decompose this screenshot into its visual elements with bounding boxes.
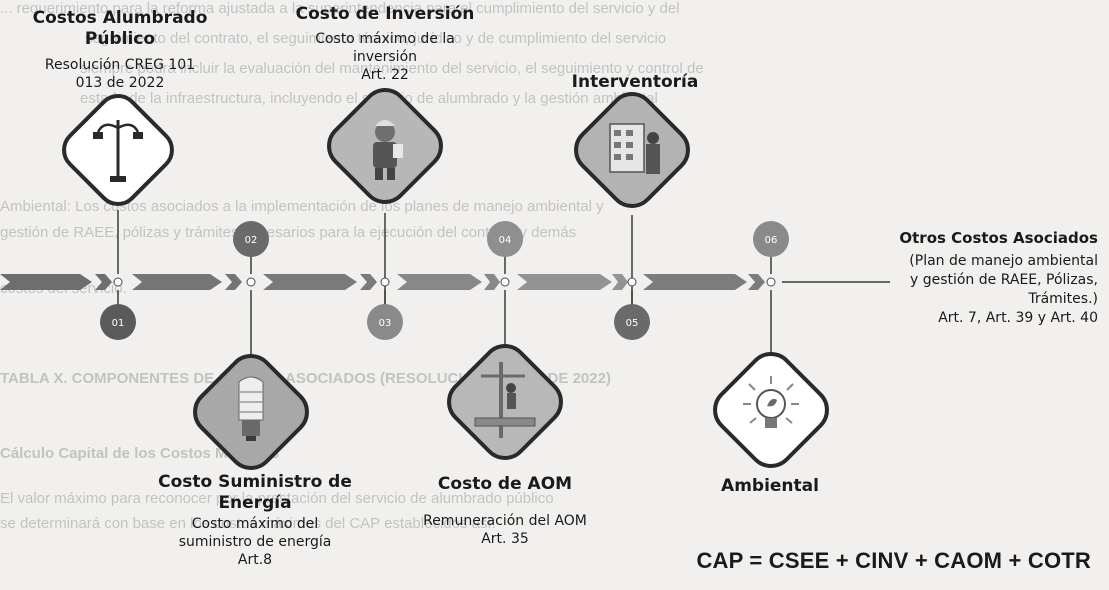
timeline-dot [246,277,256,287]
arrow-segment [643,274,747,290]
engineer-icon [327,88,443,204]
badge-number: 01 [112,318,125,329]
badge-02 [233,221,269,257]
arrow-segment [0,274,92,290]
badge-05 [614,304,650,340]
arrow-segment [263,274,357,290]
arrow-segment [95,274,112,290]
arrow-segment [225,274,242,290]
other-costs-description: (Plan de manejo ambiental y gestión de R… [909,253,1098,326]
cap-formula: CAP = CSEE + CINV + CAOM + COTR [696,548,1091,573]
item-02-title: Costo Suministro de Energía [158,472,352,513]
badge-number: 03 [379,318,392,329]
badge-04 [487,221,523,257]
badge-03 [367,304,403,340]
badge-number: 02 [245,235,258,246]
arrow-segment [748,274,765,290]
item-01-title: Costos Alumbrado Público [32,8,208,49]
timeline-dot [380,277,390,287]
arrow-segment [397,274,482,290]
building-inspection-icon [574,92,690,208]
item-04-description: Remuneración del AOM Art. 35 [423,513,587,547]
background-text-line: gestión de RAEE, pólizas y trámites nece… [0,224,577,241]
item-03-title: Costo de Inversión [295,4,475,24]
item-01-description: Resolución CREG 101 013 de 2022 [44,57,196,91]
item-06-title: Ambiental [721,476,819,496]
background-text-line: se determinará con base en los costos má… [0,515,496,532]
background-text-line: El valor máximo para reconocer por la pr… [0,490,554,507]
arrow-segment [612,274,628,290]
timeline-dot [113,277,123,287]
timeline-dot [627,277,637,287]
item-03-description: Costo máximo de la inversión Art. 22 [315,31,455,83]
background-text-line: Cálculo Capital de los Costos Máximos [0,445,280,462]
badge-number: 06 [765,235,778,246]
badges [100,221,789,340]
street-lamp-icon [62,94,174,206]
other-costs-title: Otros Costos Asociados [899,229,1098,247]
item-04-title: Costo de AOM [437,474,573,494]
arrow-segment [517,274,612,290]
arrow-segment [484,274,500,290]
connector-lines [117,210,890,355]
arrow-segment [132,274,222,290]
item-05-title: Interventoría [571,72,699,92]
timeline-dot [500,277,510,287]
badge-number: 04 [499,235,512,246]
light-bulb-icon [193,354,309,470]
background-text-line: Ambiental: Los costos asociados a la imp… [0,198,604,215]
badge-number: 05 [626,318,639,329]
eco-bulb-icon [713,352,829,468]
item-02-description: Costo máximo del suministro de energía A… [178,516,332,568]
badge-01 [100,304,136,340]
arrow-segment [360,274,377,290]
timeline-dot [766,277,776,287]
background-text-line: siempre podrá incluir la evaluación del … [80,60,704,77]
background-text-line: seguimiento del contrato, el seguimiento… [85,30,667,47]
badge-06 [753,221,789,257]
timeline-arrows [0,274,765,290]
background-text-line: ... requerimiento para la reforma ajusta… [0,0,680,17]
worker-pole-icon [447,344,563,460]
